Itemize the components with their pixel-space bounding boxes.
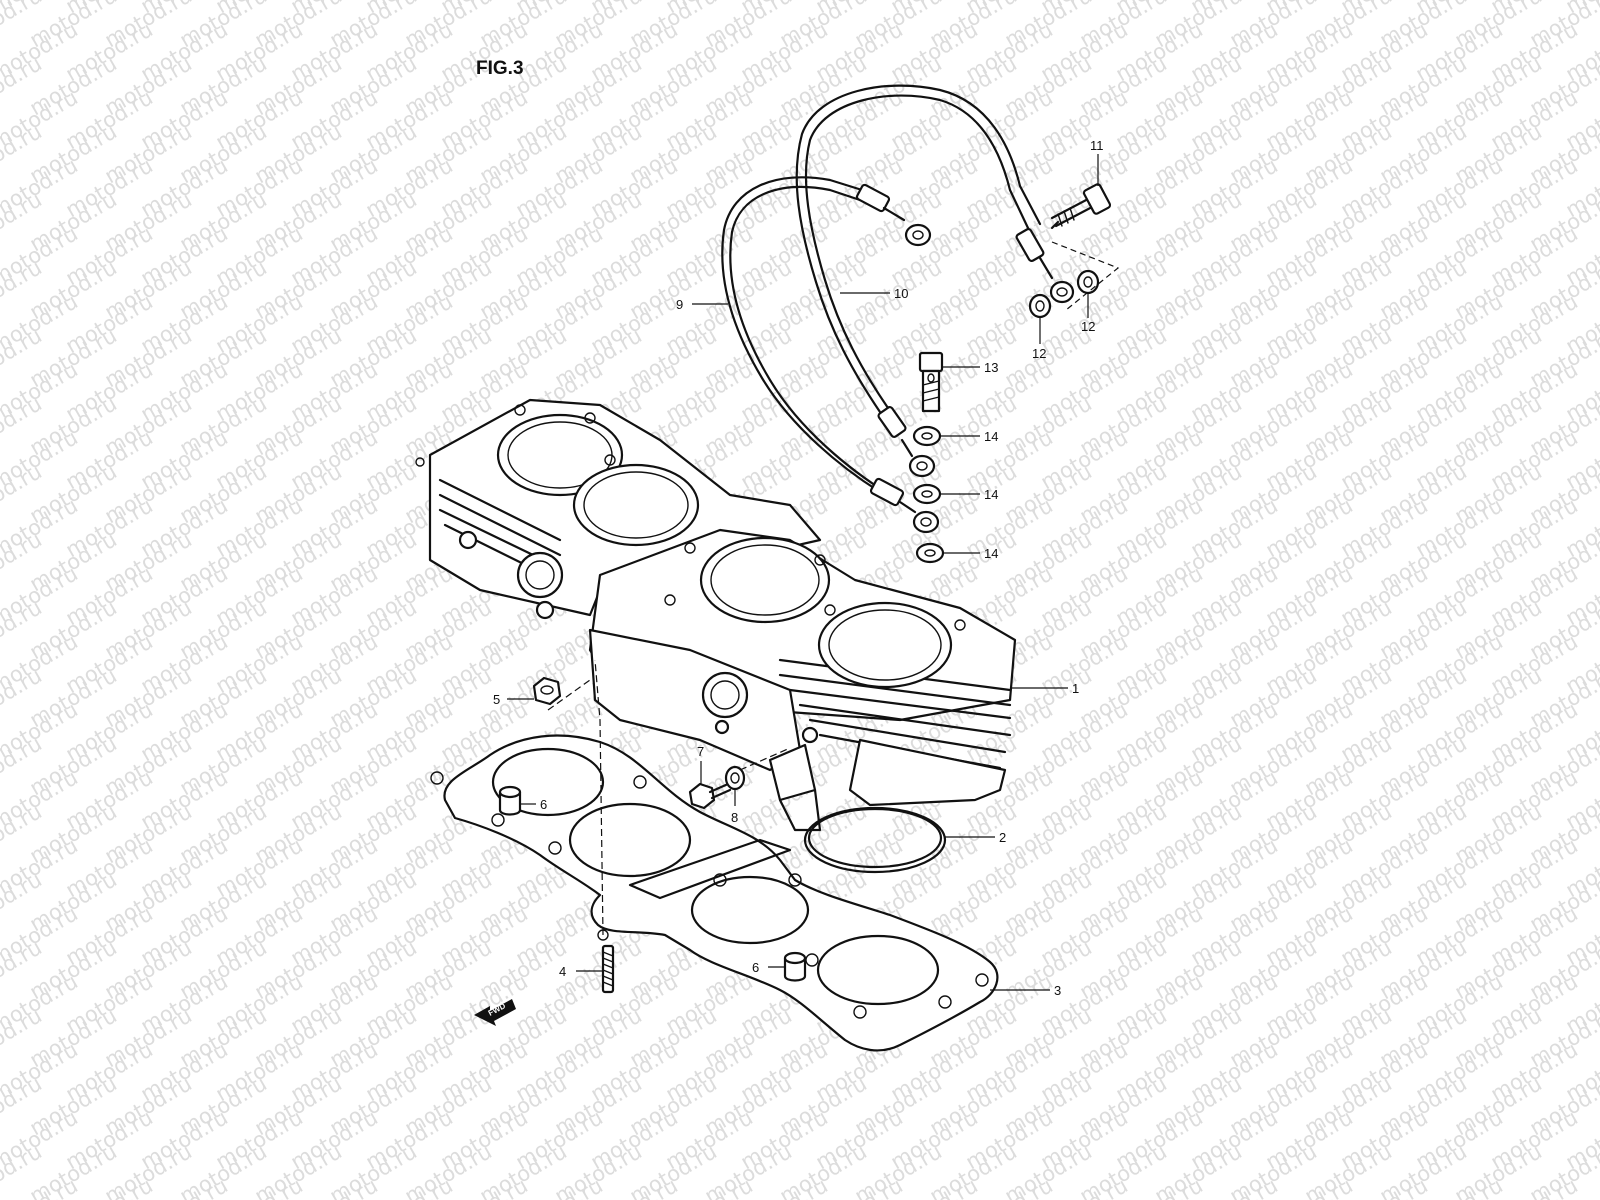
union-bolt-11 [1050, 183, 1112, 230]
figure-title: FIG.3 [476, 58, 524, 79]
callout-9: 9 [676, 297, 683, 312]
callout-14-c: 14 [984, 546, 998, 561]
stud-alignment-line [594, 659, 604, 936]
gasket-washer-14-b [912, 483, 942, 505]
union-bolt-13 [918, 351, 944, 413]
callout-6-left: 6 [540, 797, 547, 812]
gasket-washer-8 [724, 765, 746, 791]
callout-1: 1 [1072, 681, 1079, 696]
callout-14-a: 14 [984, 429, 998, 444]
oil-hose-10 [795, 84, 1042, 414]
callout-12-right: 12 [1081, 319, 1095, 334]
nut-alignment-line [547, 679, 591, 711]
bolt-7 [688, 782, 732, 810]
oil-hose-9 [721, 176, 892, 497]
hose-fitting-bottom-upper [877, 406, 936, 478]
callout-5: 5 [493, 692, 500, 707]
bolt-alignment-line [739, 747, 791, 771]
callout-4: 4 [559, 964, 566, 979]
hose-fitting-top-right [1015, 228, 1075, 304]
gasket-washer-14-a [912, 425, 942, 447]
callout-11: 11 [1090, 138, 1104, 153]
gasket-washer-12-left [1028, 293, 1052, 319]
callout-14-b: 14 [984, 487, 998, 502]
callout-12-left: 12 [1032, 346, 1046, 361]
hose-fitting-bottom-lower [869, 477, 940, 534]
callout-2: 2 [999, 830, 1006, 845]
callout-13: 13 [984, 360, 998, 375]
nut-5 [532, 676, 562, 706]
stud-bolt-4 [601, 944, 615, 994]
base-gasket-3 [430, 734, 999, 1052]
gasket-washer-12-right [1076, 269, 1100, 295]
callout-8: 8 [731, 810, 738, 825]
forward-arrow-icon: FWD [474, 999, 516, 1026]
callout-6-right: 6 [752, 960, 759, 975]
callout-10: 10 [894, 286, 908, 301]
hose-fitting-top-left [855, 183, 932, 247]
callout-3: 3 [1054, 983, 1061, 998]
dowel-pin-6-left [498, 785, 522, 816]
callout-7: 7 [697, 744, 704, 759]
cylinder-block-1 [415, 398, 1017, 832]
dowel-pin-6-right [783, 951, 807, 982]
assembly-dash-line [1051, 241, 1120, 311]
gasket-washer-14-c [915, 542, 945, 564]
o-ring-2 [803, 806, 947, 874]
